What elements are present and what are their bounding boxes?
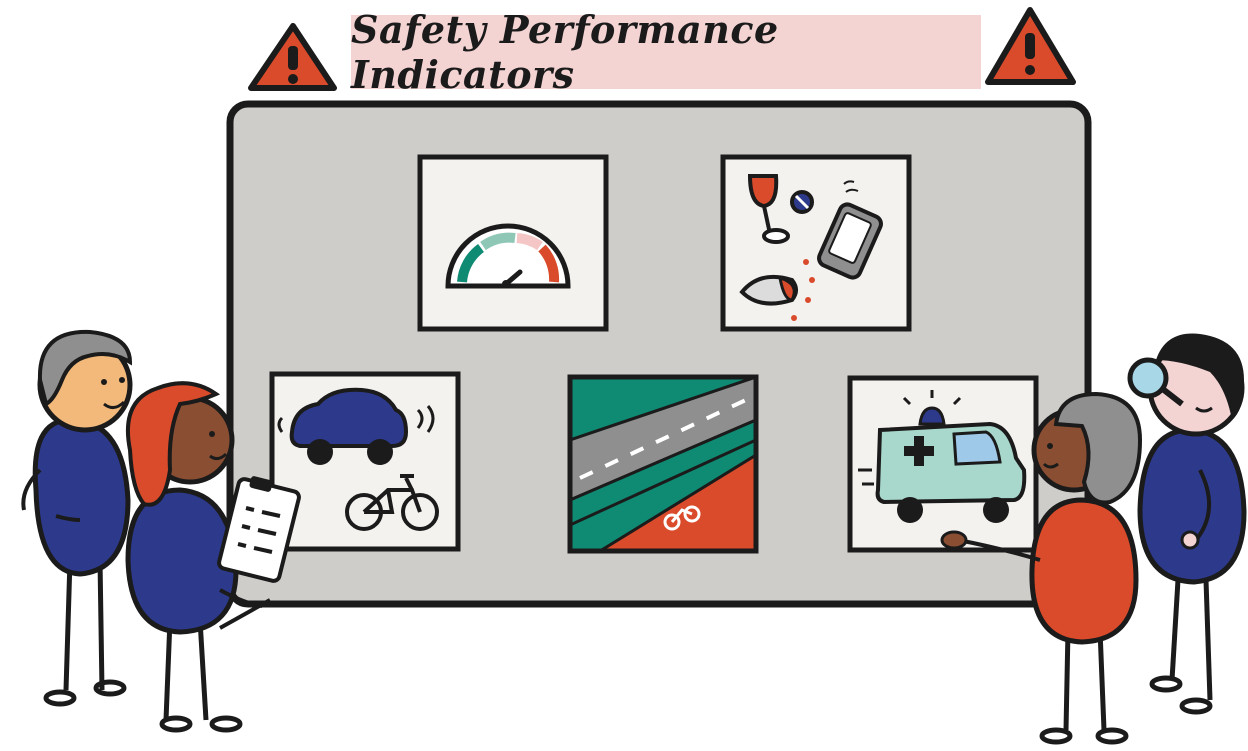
person-red-hair — [125, 381, 301, 733]
smartphone-icon — [817, 202, 883, 280]
pill-icon — [790, 180, 859, 214]
magnifying-glass-icon — [1127, 357, 1184, 407]
warning-icon-left — [248, 23, 337, 91]
person-headscarf — [940, 391, 1143, 745]
speedometer-icon — [445, 223, 571, 289]
person-grey-hair — [21, 329, 133, 707]
person-magnifier — [1127, 333, 1247, 715]
panel-ambulance — [847, 375, 1039, 553]
bike-lane-symbol-icon — [663, 505, 701, 531]
panel-speedometer — [417, 154, 609, 332]
title-banner: Safety Performance Indicators — [351, 7, 981, 97]
ambulance-icon — [858, 390, 1027, 523]
page-title: Safety Performance Indicators — [351, 7, 779, 97]
panel-car-bicycle — [269, 371, 461, 552]
wine-glass-icon — [747, 174, 790, 244]
panel-road — [567, 374, 759, 554]
warning-icon-right — [985, 7, 1076, 85]
fatigue-capsule-icon — [739, 259, 815, 321]
bicycle-icon — [345, 474, 439, 531]
clipboard-icon — [217, 476, 301, 583]
panel-distractions — [720, 154, 912, 332]
car-icon — [277, 387, 435, 465]
